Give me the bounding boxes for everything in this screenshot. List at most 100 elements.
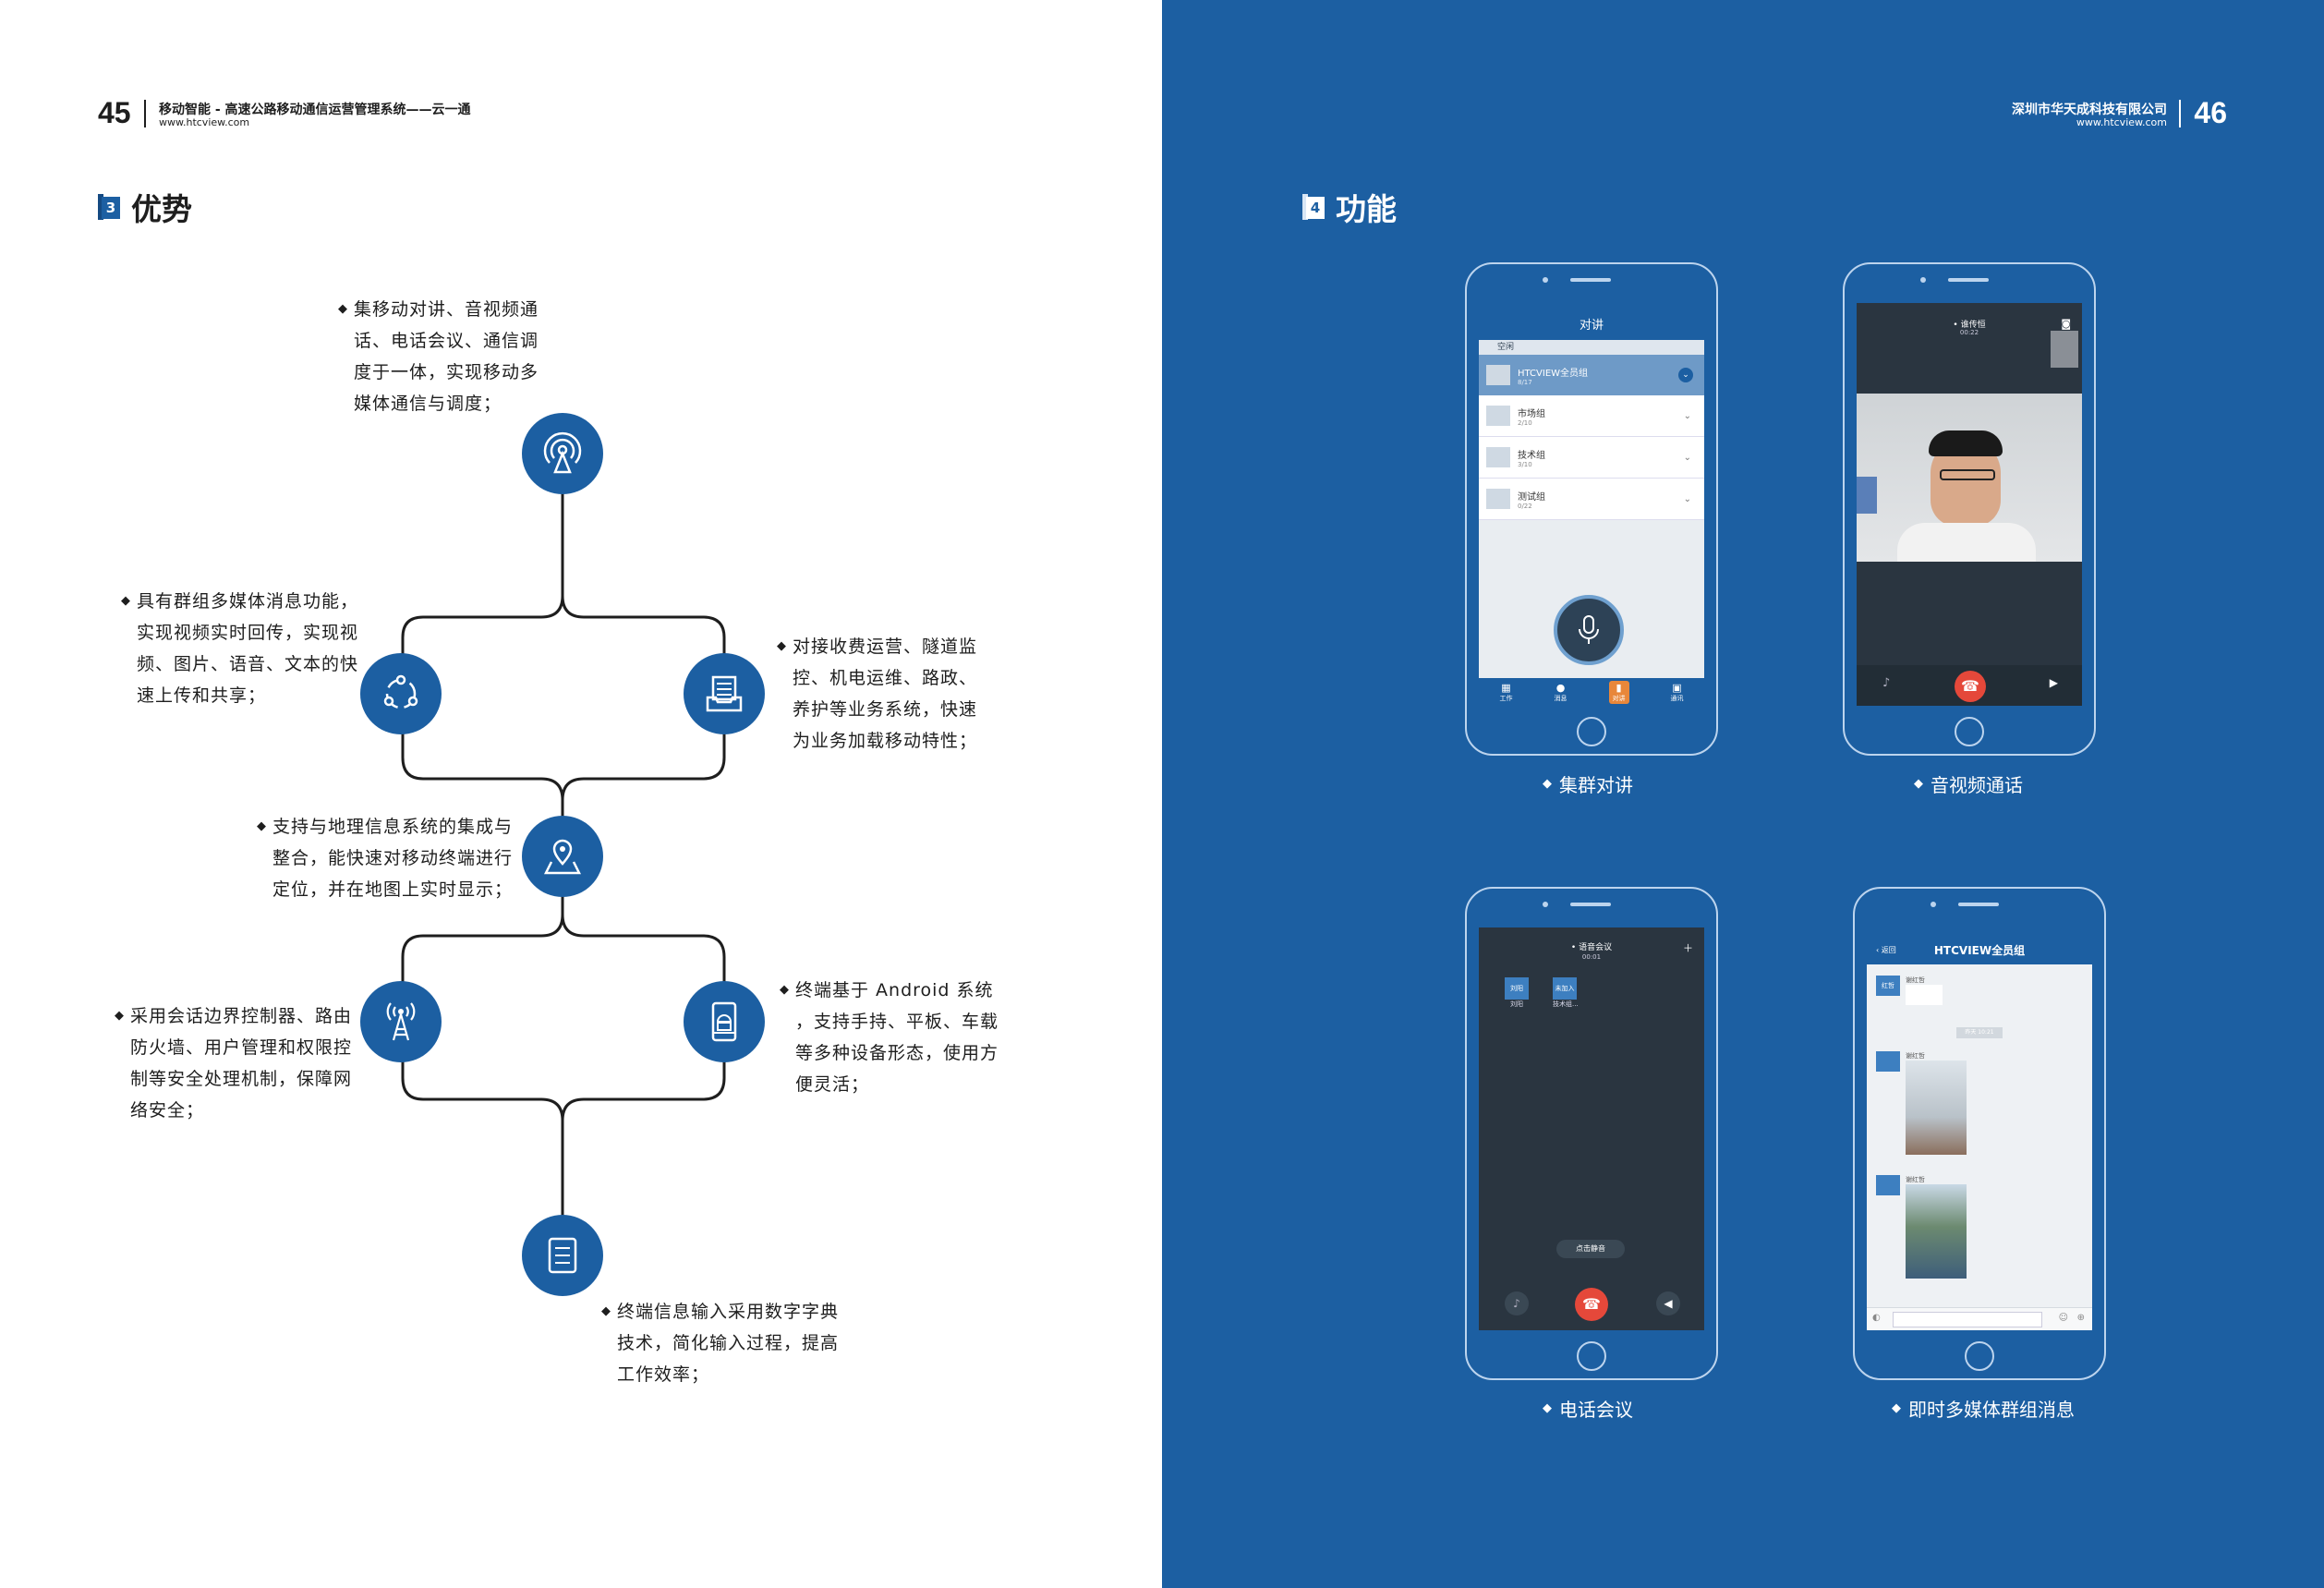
call-duration: 00:22 — [1959, 329, 1979, 336]
emoji-icon[interactable]: ☺ — [2058, 1313, 2068, 1323]
phone-group-chat: ‹ 返回 HTCVIEW全员组 红哲 谢红哲 😎😎 昨天 10:21 谢红哲 谢… — [1853, 887, 2106, 1380]
document-tray-icon — [684, 653, 765, 734]
chevron-down-icon[interactable]: ⌄ — [1683, 410, 1691, 421]
ptt-microphone-button[interactable] — [1554, 595, 1624, 665]
section-title-text: 功能 — [1336, 191, 1397, 227]
map-pin-icon — [522, 816, 603, 897]
participant: 刘阳 刘阳 — [1505, 977, 1529, 1009]
hangup-button[interactable]: ☎ — [1955, 671, 1986, 702]
walkie-talkie-icon: ▮ — [1616, 681, 1622, 694]
avatar: 红哲 — [1876, 976, 1900, 996]
timeline-connector — [401, 453, 726, 1256]
signal-tower-icon — [360, 981, 442, 1062]
conference-title: • 语音会议 — [1570, 943, 1613, 952]
image-message[interactable] — [1906, 1061, 1967, 1155]
home-button — [1965, 1341, 1994, 1371]
right-page: 深圳市华天成科技有限公司 www.htcview.com 46 4 功能 对讲 … — [1162, 0, 2324, 1588]
sender-name: 谢红哲 — [1906, 1052, 1925, 1060]
chat-title: HTCVIEW全员组 — [1933, 944, 2026, 957]
advantage-3: ◆ 对接收费运营、隧道监控、机电运维、路政、养护等业务系统，快速为业务加载移动特… — [777, 636, 978, 751]
phone-video-call: • 谁传恒 00:22 ◙ ♪ ☎ ▶ — [1843, 262, 2096, 756]
group-avatar — [1486, 447, 1510, 467]
advantage-1: ◆ 集移动对讲、音视频通话、电话会议、通信调度于一体，实现移动多媒体通信与调度； — [338, 299, 539, 414]
share-cycle-icon — [360, 653, 442, 734]
broadcast-tower-icon — [522, 413, 603, 494]
microphone-icon[interactable]: ♪ — [1505, 1291, 1529, 1315]
call-controls: ♪ ☎ ▶ — [1857, 665, 2082, 706]
speaker-icon[interactable]: ◀ — [1656, 1291, 1680, 1315]
mute-hint[interactable]: 点击静音 — [1556, 1240, 1625, 1258]
avatar — [1876, 1051, 1900, 1072]
caption-conference: ◆电话会议 — [1543, 1399, 1633, 1421]
advantage-6: ◆ 终端基于 Android 系统，支持手持、平板、车载等多种设备形态，使用方便… — [780, 980, 999, 1095]
home-button — [1577, 717, 1606, 746]
tab-work[interactable]: ▦工作 — [1499, 681, 1513, 702]
caller-name: • 谁传恒 — [1953, 321, 1986, 330]
chevron-down-icon[interactable]: ⌄ — [1678, 368, 1693, 382]
home-button — [1955, 717, 1984, 746]
header-url: www.htcview.com — [2076, 116, 2167, 128]
add-participant-icon[interactable]: ＋ — [1683, 942, 1693, 954]
group-avatar — [1486, 365, 1510, 385]
group-avatar — [1486, 406, 1510, 426]
ptt-status: 空闲 — [1479, 340, 1704, 355]
grid-icon: ▦ — [1501, 681, 1511, 694]
caption-group-chat: ◆即时多媒体群组消息 — [1892, 1399, 2075, 1421]
chat-input-bar: ◐ ☺ ⊕ — [1867, 1307, 2092, 1330]
camera-switch-icon[interactable]: ◙ — [2061, 318, 2071, 330]
microphone-icon — [1579, 615, 1599, 644]
section-title-features: 4 功能 — [1302, 185, 1397, 229]
contacts-icon: ▣ — [1672, 681, 1682, 694]
page-number: 45 — [98, 96, 131, 129]
remote-video — [1857, 394, 2082, 562]
tab-contacts[interactable]: ▣通讯 — [1670, 681, 1684, 702]
ptt-tab-bar: ▦工作 ●消息 ▮对讲 ▣通讯 — [1479, 678, 1704, 706]
section-title-advantages: 3 优势 — [98, 185, 192, 229]
advantage-4: ◆ 支持与地理信息系统的集成与整合，能快速对移动终端进行定位，并在地图上实时显示… — [257, 817, 514, 900]
company-name: 深圳市华天成科技有限公司 — [2012, 103, 2167, 117]
chat-header: ‹ 返回 HTCVIEW全员组 — [1867, 927, 2092, 964]
hangup-button[interactable]: ☎ — [1575, 1288, 1608, 1321]
phone-conference: • 语音会议 00:01 ＋ 刘阳 刘阳 未加入 技术组... 点击静音 ♪ ☎… — [1465, 887, 1718, 1380]
voice-icon[interactable]: ◐ — [1872, 1313, 1881, 1323]
microphone-icon[interactable]: ♪ — [1882, 676, 1891, 690]
chat-icon: ● — [1555, 681, 1566, 694]
page-number: 46 — [2194, 96, 2227, 129]
chevron-down-icon[interactable]: ⌄ — [1683, 452, 1691, 463]
header-url: www.htcview.com — [159, 116, 250, 128]
participant: 未加入 技术组... — [1553, 977, 1579, 1009]
sender-name: 谢红哲 — [1906, 1176, 1925, 1183]
image-message[interactable] — [1906, 1184, 1967, 1279]
call-controls: ♪ ☎ ◀ — [1479, 1279, 1704, 1330]
section-badge-icon: 4 — [1302, 194, 1325, 220]
back-button[interactable]: ‹ 返回 — [1876, 946, 1896, 954]
header-divider — [144, 100, 146, 127]
tab-ptt[interactable]: ▮对讲 — [1608, 680, 1629, 704]
section-title-text: 优势 — [131, 191, 192, 227]
self-preview-video — [2051, 331, 2078, 368]
home-button — [1577, 1341, 1606, 1371]
tab-messages[interactable]: ●消息 — [1554, 681, 1567, 702]
list-document-icon — [522, 1215, 603, 1296]
emoji-message: 😎😎 — [1906, 985, 1943, 1005]
android-phone-icon — [684, 981, 765, 1062]
advantage-2: ◆ 具有群组多媒体消息功能，实现视频实时回传，实现视频、图片、语音、文本的快速上… — [121, 591, 359, 706]
sender-name: 谢红哲 — [1906, 976, 1925, 984]
caption-video-call: ◆音视频通话 — [1914, 774, 2023, 796]
header-title: 移动智能 - 高速公路移动通信运营管理系统——云一通 — [159, 103, 471, 117]
group-chat-screen: ‹ 返回 HTCVIEW全员组 红哲 谢红哲 😎😎 昨天 10:21 谢红哲 谢… — [1867, 927, 2092, 1330]
avatar — [1876, 1175, 1900, 1195]
section-badge-icon: 3 — [98, 194, 120, 220]
camera-off-icon[interactable]: ▶ — [2049, 676, 2058, 689]
group-avatar — [1486, 489, 1510, 509]
plus-icon[interactable]: ⊕ — [2076, 1313, 2085, 1323]
ptt-title: 对讲 — [1479, 303, 1704, 340]
chevron-down-icon[interactable]: ⌄ — [1683, 493, 1691, 504]
message-input[interactable] — [1893, 1312, 2042, 1327]
